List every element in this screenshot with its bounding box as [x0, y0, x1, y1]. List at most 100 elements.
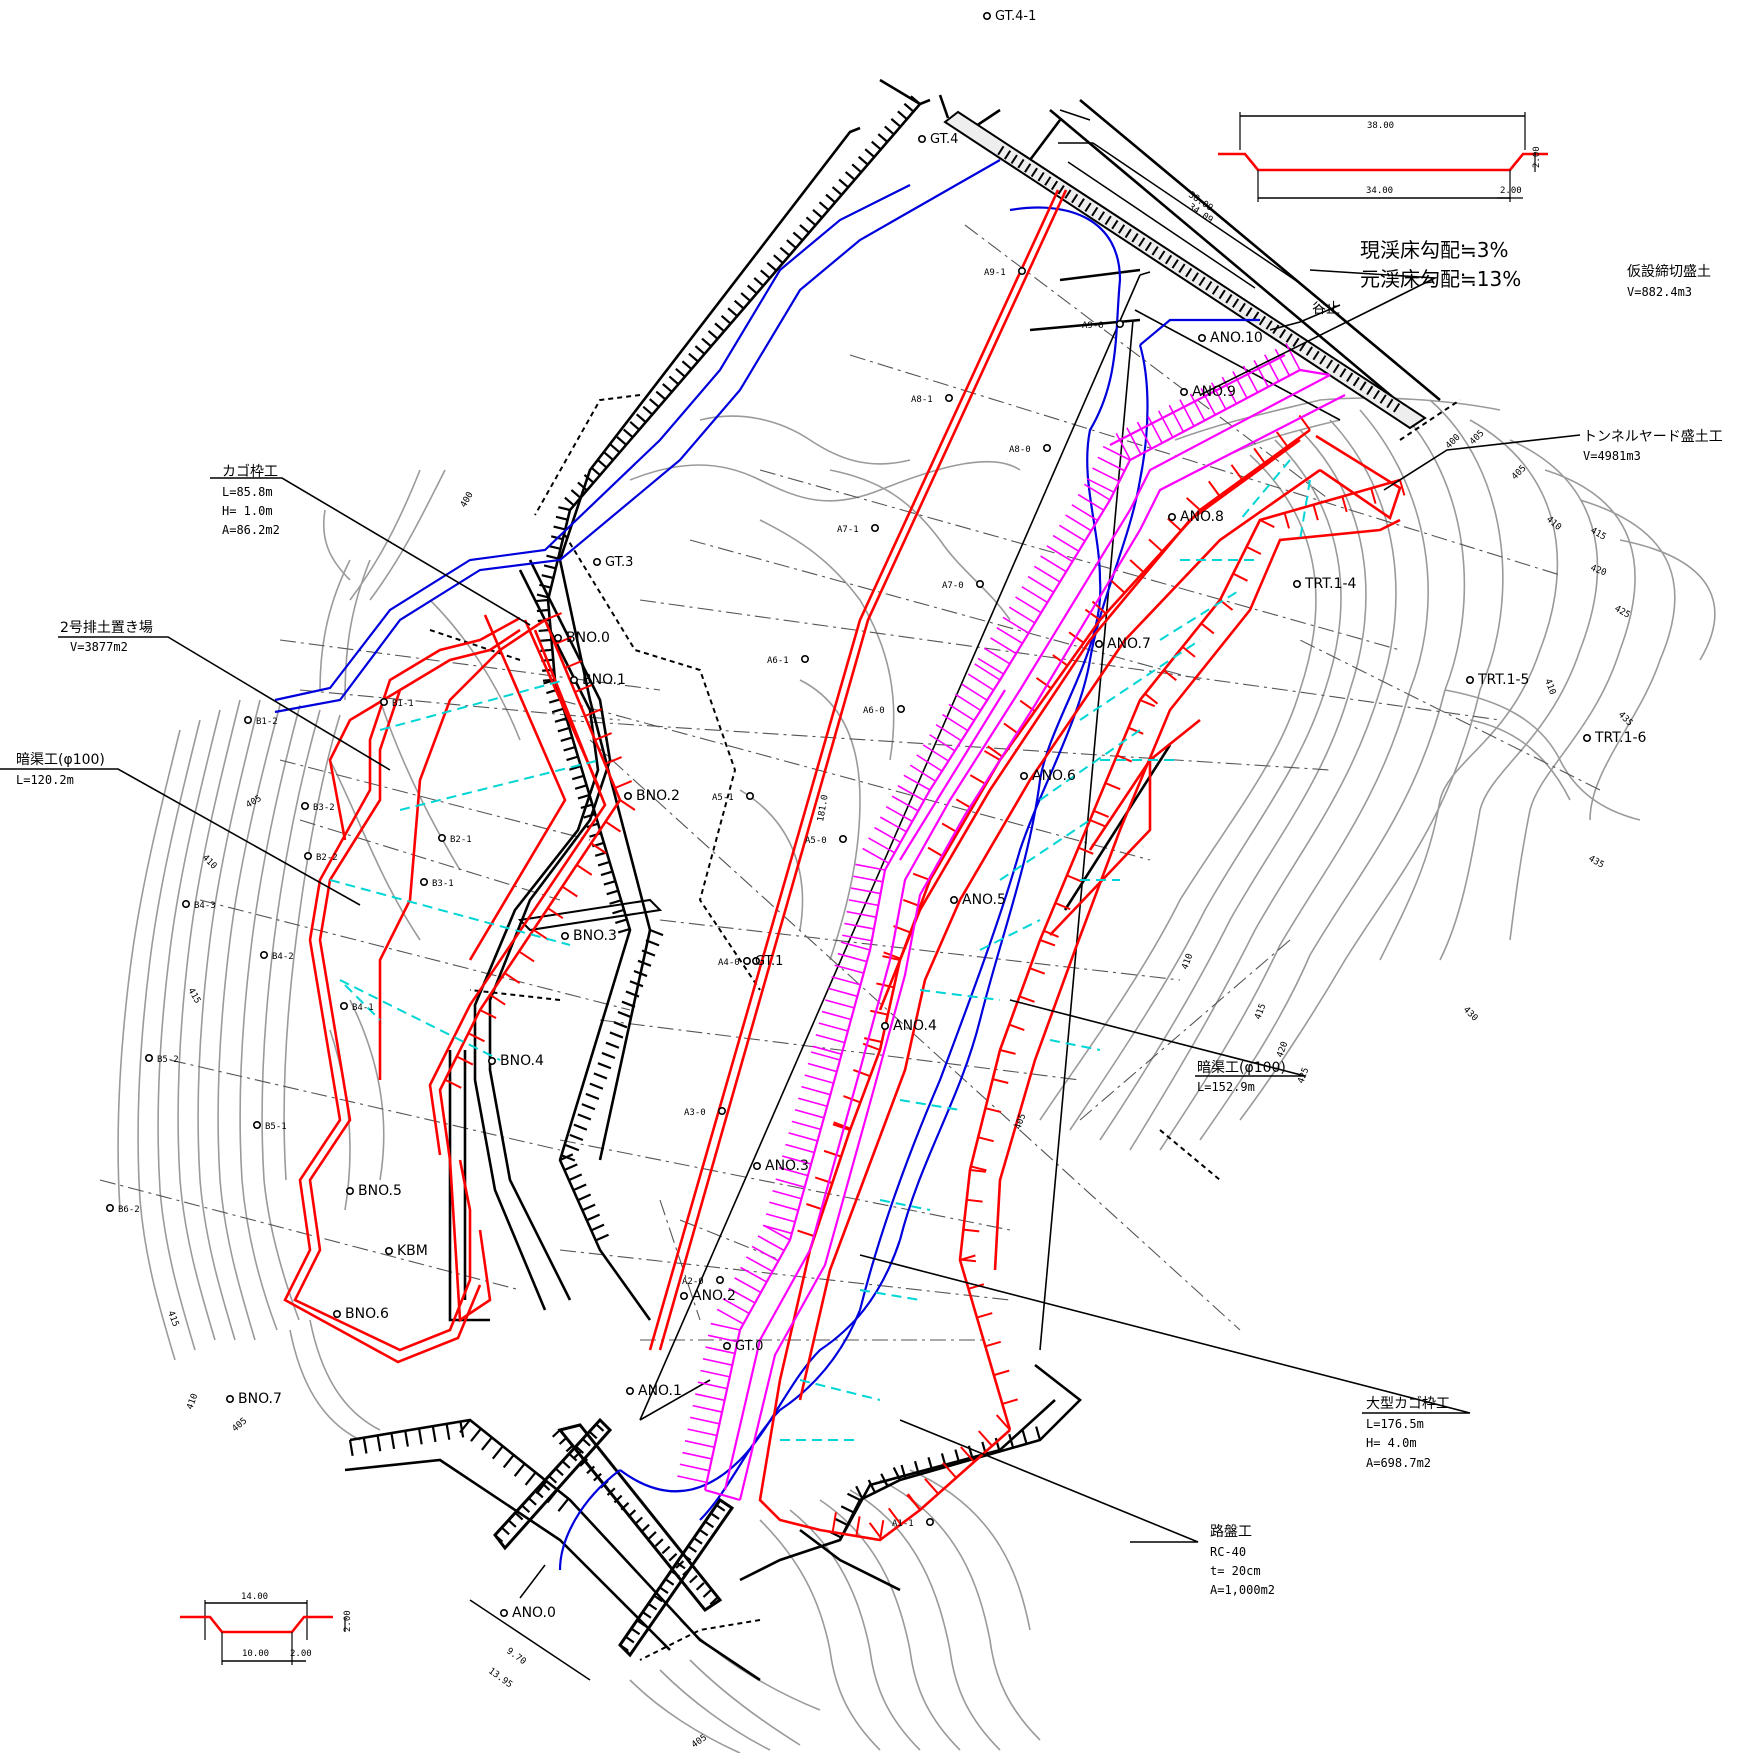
gabion-tick	[532, 928, 549, 941]
survey-point-marker	[949, 895, 958, 904]
hatch-tick	[714, 322, 725, 333]
point-label-b31: B3-1	[432, 879, 454, 889]
point-label-ano7: ANO.7	[1107, 636, 1151, 652]
fill-tick	[707, 1334, 738, 1343]
gabion-tick	[1019, 995, 1035, 1003]
survey-point-marker	[715, 1276, 724, 1285]
hatch-tick	[695, 1582, 705, 1591]
hatch-tick	[605, 1041, 620, 1049]
hatch-tick	[641, 949, 656, 957]
gabion-tick	[544, 612, 562, 621]
hatch-tick	[880, 1473, 889, 1487]
hatch-tick	[539, 638, 552, 642]
survey-point-marker	[560, 931, 569, 940]
section-bottom-bottom-width: 10.00	[242, 1649, 269, 1659]
gabion-tick	[1105, 782, 1121, 791]
survey-point-marker	[1180, 387, 1189, 396]
hatch-tick	[654, 1538, 664, 1547]
fill-tick	[697, 1381, 728, 1390]
point-label-b11: B1-1	[392, 699, 414, 709]
hatch-tick	[694, 345, 706, 355]
gabion-tick	[942, 1462, 957, 1479]
hatch-tick	[884, 125, 895, 136]
hatch-tick	[539, 583, 552, 589]
survey-point-marker	[592, 557, 601, 566]
survey-point-marker	[1043, 443, 1052, 452]
gabion-tick	[1246, 545, 1262, 555]
fill-tick	[702, 1357, 733, 1366]
hatch-tick	[553, 525, 566, 531]
fill-tick	[1033, 565, 1061, 583]
gabion-tick	[1052, 654, 1069, 667]
point-label-gt0: GT.0	[735, 1339, 763, 1354]
fill-tick	[794, 1109, 825, 1119]
fill-tick	[692, 1404, 723, 1413]
gabion-tick	[584, 708, 602, 717]
fill-tick	[684, 1440, 715, 1449]
hatch-tick	[577, 481, 588, 492]
hatch-tick	[642, 405, 654, 416]
survey-point-marker	[569, 675, 578, 684]
gabion-tick	[876, 982, 895, 989]
hatch-tick	[855, 1485, 864, 1500]
fill-tick	[769, 1201, 799, 1212]
point-label-bno1: BNO.1	[582, 672, 626, 688]
section-bottom-side: 2.00	[290, 1649, 312, 1659]
hatch-tick	[954, 1449, 961, 1464]
gabion-tick	[1039, 939, 1056, 947]
hatch-tick	[603, 880, 616, 886]
point-label-trt15: TRT.1-5	[1477, 672, 1529, 688]
hatch-tick	[661, 1545, 671, 1555]
section-inset-top	[1218, 112, 1548, 202]
contour-label-c405b: 405	[1468, 429, 1487, 448]
gabion-tick	[1186, 497, 1201, 511]
fill-tick	[801, 1085, 831, 1096]
hatch-tick	[702, 1589, 712, 1598]
gabion-tick	[1163, 669, 1177, 682]
section-top-height: 2.00	[1532, 146, 1542, 168]
hatch-tick	[799, 224, 810, 234]
fill-tick	[922, 744, 949, 762]
gabion-tick	[504, 972, 521, 984]
fill-tick	[974, 663, 1001, 681]
hatch-tick	[597, 860, 610, 867]
gabion-tick	[1283, 512, 1290, 529]
gabion-tick	[619, 799, 636, 811]
reference-lines	[639, 109, 1341, 1421]
hatch-tick	[617, 927, 631, 934]
hatch-tick	[760, 269, 771, 280]
hatch-tick	[589, 1082, 604, 1090]
fill-tick	[855, 863, 886, 871]
hatch-tick	[792, 231, 804, 242]
point-label-bno4: BNO.4	[500, 1053, 544, 1069]
fill-tick	[935, 723, 962, 742]
fill-tick	[775, 1178, 805, 1188]
point-label-ano10: ANO.10	[1210, 330, 1263, 346]
hatch-tick	[362, 1437, 368, 1454]
hatch-tick	[687, 1545, 697, 1553]
hatch-tick	[404, 1430, 409, 1447]
hatch-tick	[613, 1021, 628, 1029]
hatch-tick	[851, 163, 862, 174]
fill-tick	[868, 837, 896, 854]
hatch-tick	[857, 155, 869, 166]
hatch-tick	[609, 899, 622, 905]
point-label-bno5: BNO.5	[358, 1183, 402, 1199]
gabion-tick	[992, 1078, 1009, 1084]
gabion-tick	[518, 950, 535, 963]
fill-tick	[781, 1155, 812, 1165]
gabion-tick	[1399, 479, 1406, 496]
fill-tick	[821, 1010, 852, 1021]
hatch-tick	[633, 969, 648, 978]
fill-tick	[700, 1369, 730, 1378]
fill-tick	[722, 1298, 750, 1315]
gabion-tick	[604, 756, 622, 765]
hatch-tick	[564, 496, 575, 507]
hatch-tick	[727, 307, 738, 317]
contour-label-c425a: 425	[1613, 604, 1632, 621]
dim-13-95: 13.95	[486, 1666, 514, 1690]
fill-tick	[810, 1051, 841, 1061]
hatch-tick	[501, 1526, 510, 1536]
hatch-tick	[625, 990, 640, 998]
fill-tick	[1157, 410, 1174, 438]
